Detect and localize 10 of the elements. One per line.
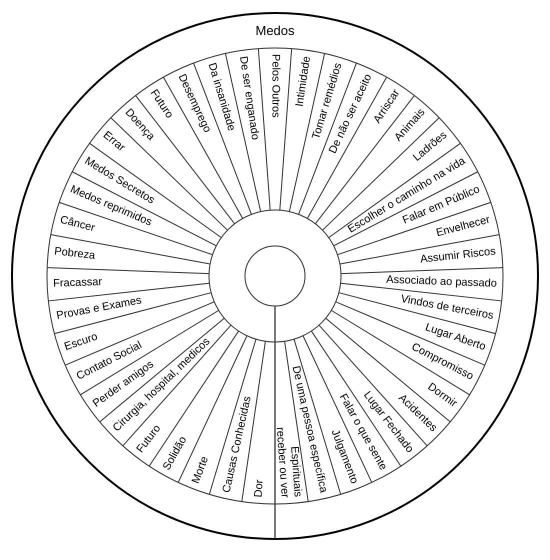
wheel-title: Medos — [255, 23, 295, 40]
sector-label: Fracassar — [52, 272, 204, 290]
sector-label: Pobreza — [54, 245, 204, 274]
sector-label: Associado ao passado — [346, 272, 498, 290]
sector-label: De ser enganado — [236, 55, 271, 206]
sector-label: Dor — [252, 347, 276, 498]
sector-label: Pelos Outros — [268, 54, 282, 204]
center-circle — [244, 246, 306, 306]
outer-circle — [11, 12, 539, 540]
sector-label: Assumir Riscos — [346, 245, 496, 274]
